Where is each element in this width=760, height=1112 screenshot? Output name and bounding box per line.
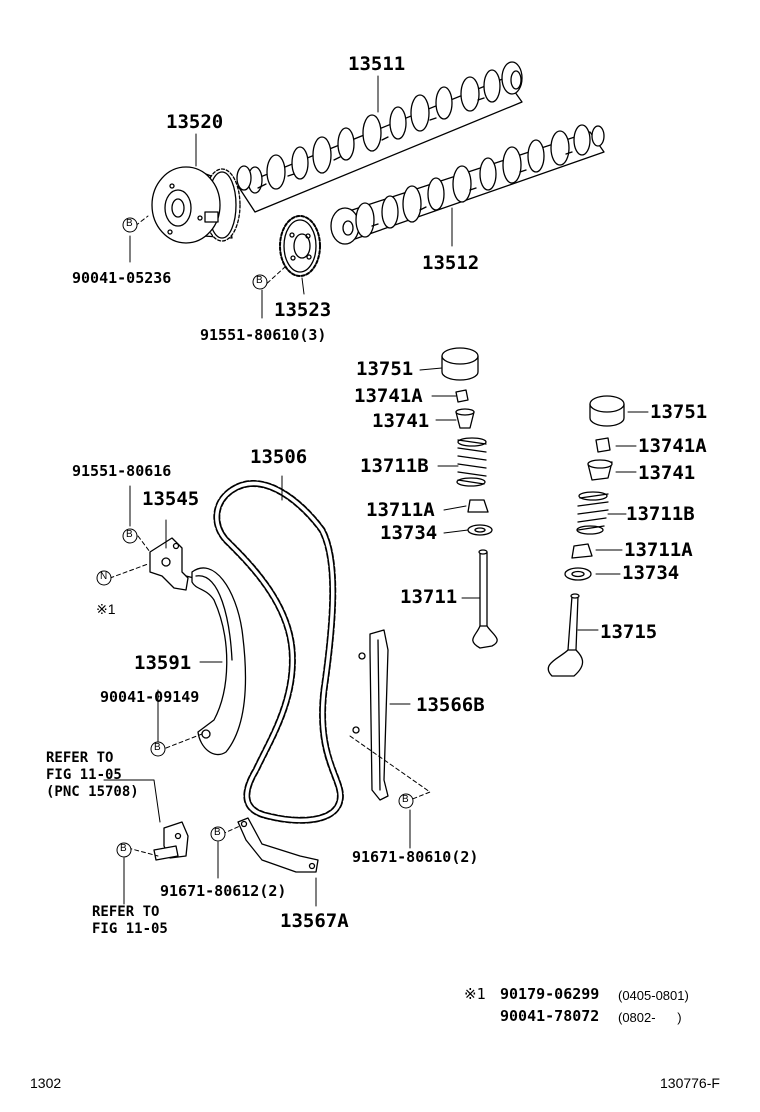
- part-label-seal-exhaust[interactable]: 13711A: [624, 539, 693, 561]
- part-label-keeper-exhaust[interactable]: 13741A: [638, 435, 707, 457]
- bolt-label-91551-80616[interactable]: 91551-80616: [72, 462, 172, 480]
- bolt-symbol-1: B: [126, 218, 133, 229]
- footnote-range-1: (0405-0801): [618, 988, 689, 1003]
- part-label-seat-exhaust[interactable]: 13734: [622, 562, 680, 584]
- bolt-symbol-2: B: [256, 275, 263, 286]
- part-label-camshaft-exhaust[interactable]: 13511: [348, 53, 406, 75]
- bolt-label-90041-05236[interactable]: 90041-05236: [72, 269, 172, 287]
- vvt-gear-drawing: [151, 165, 252, 244]
- part-label-camshaft-intake[interactable]: 13512: [422, 252, 480, 274]
- footnote-range-2: (0802- ): [618, 1010, 682, 1025]
- part-label-chain-guide[interactable]: 13566B: [416, 694, 485, 716]
- part-label-retainer-exhaust[interactable]: 13741: [638, 462, 696, 484]
- camshaft-exhaust-drawing: [237, 61, 523, 213]
- part-label-chain-slipper[interactable]: 13591: [134, 652, 192, 674]
- valve-stack-intake-drawing: [441, 347, 498, 649]
- illustration-id: 130776-F: [660, 1075, 720, 1091]
- part-label-chain-damper[interactable]: 13567A: [280, 910, 349, 932]
- part-label-timing-chain[interactable]: 13506: [250, 446, 308, 468]
- bolt-symbol-3: B: [126, 529, 133, 540]
- part-label-lifter-intake[interactable]: 13751: [356, 358, 414, 380]
- bolt-symbol-6: B: [120, 843, 127, 854]
- tensioner-drawing: [149, 537, 195, 591]
- refer-to-fig-pnc-note[interactable]: REFER TO FIG 11-05 (PNC 15708): [46, 750, 139, 800]
- part-label-keeper-intake[interactable]: 13741A: [354, 385, 423, 407]
- figure-number: 1302: [30, 1075, 62, 1091]
- footnote-marker: ※1: [464, 985, 486, 1003]
- part-label-vvt-gear[interactable]: 13520: [166, 111, 224, 133]
- part-label-spring-intake[interactable]: 13711B: [360, 455, 429, 477]
- bolt-symbol-5: B: [402, 794, 409, 805]
- leader-lines: [103, 75, 649, 907]
- valve-stack-exhaust-drawing: [547, 395, 625, 677]
- part-label-seal-intake[interactable]: 13711A: [366, 499, 435, 521]
- part-label-valve-exhaust[interactable]: 13715: [600, 621, 658, 643]
- chain-damper-drawing: [237, 817, 319, 873]
- refer-to-fig-note[interactable]: REFER TO FIG 11-05: [92, 904, 168, 937]
- bolt-symbol-4: B: [154, 742, 161, 753]
- part-label-spring-exhaust[interactable]: 13711B: [626, 503, 695, 525]
- bolt-label-91671-80612[interactable]: 91671-80612(2): [160, 882, 287, 900]
- part-label-tensioner[interactable]: 13545: [142, 488, 200, 510]
- camshaft-intake-drawing: [330, 124, 605, 245]
- cam-sprocket-drawing: [279, 215, 321, 277]
- part-label-seat-intake[interactable]: 13734: [380, 522, 438, 544]
- nut-symbol: N: [100, 571, 108, 582]
- bolt-label-91671-80610[interactable]: 91671-80610(2): [352, 848, 479, 866]
- part-label-lifter-exhaust[interactable]: 13751: [650, 401, 708, 423]
- part-label-retainer-intake[interactable]: 13741: [372, 410, 430, 432]
- part-label-valve-intake[interactable]: 13711: [400, 586, 458, 608]
- bolt-label-91551-80610[interactable]: 91551-80610(3): [200, 326, 327, 344]
- fastener-symbols: [96, 217, 414, 858]
- note-marker-label: ※1: [96, 601, 116, 617]
- bolt-label-90041-09149[interactable]: 90041-09149: [100, 688, 200, 706]
- bolt-symbol-7: B: [214, 827, 221, 838]
- footnote-part-2[interactable]: 90041-78072: [500, 1007, 600, 1025]
- reference-pin-drawing: [153, 821, 189, 861]
- chain-guide-drawing: [352, 629, 389, 801]
- part-label-cam-sprocket[interactable]: 13523: [274, 299, 332, 321]
- timing-chain-drawing: [213, 480, 344, 824]
- chain-slipper-drawing: [191, 567, 247, 756]
- footnote-part-1[interactable]: 90179-06299: [500, 985, 600, 1003]
